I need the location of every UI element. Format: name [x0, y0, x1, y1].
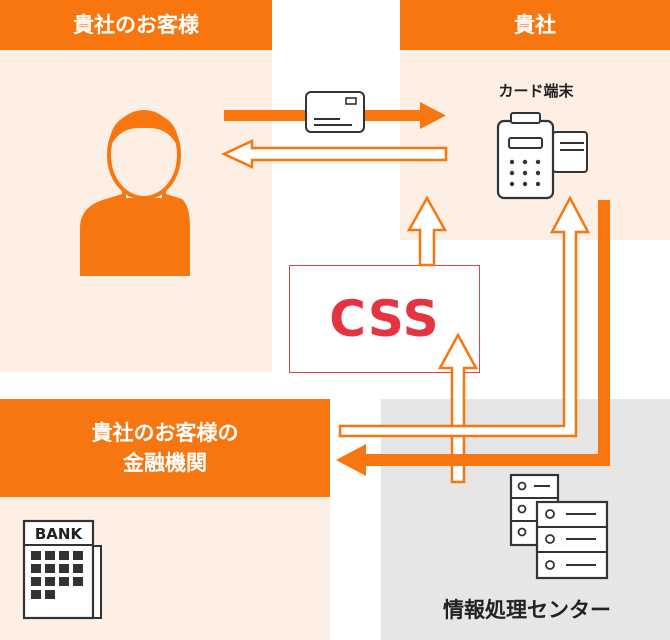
- bank-header-line2: 金融機関: [123, 451, 207, 475]
- arrow-company-to-bank: [336, 200, 610, 476]
- bank-building-icon: BANK: [22, 519, 102, 620]
- card-terminal-icon: [496, 112, 588, 200]
- company-header-text: 貴社: [514, 12, 556, 37]
- company-header: 貴社: [400, 0, 670, 50]
- customer-header: 貴社のお客様: [0, 0, 272, 50]
- arrow-bank-to-terminal: [338, 195, 591, 438]
- bank-header: 貴社のお客様の 金融機関: [0, 399, 330, 497]
- credit-card-icon: [305, 91, 365, 133]
- arrow-receipt: [221, 139, 448, 169]
- css-box: CSS: [289, 265, 480, 373]
- customer-header-text: 貴社のお客様: [73, 12, 199, 37]
- processing-center-label: 情報処理センター: [443, 598, 611, 622]
- arrow-css-to-company: [406, 195, 448, 267]
- server-icon: [509, 473, 609, 580]
- card-terminal-label: カード端末: [498, 82, 574, 100]
- bank-header-line1: 貴社のお客様の: [91, 420, 239, 445]
- css-logo: CSS: [329, 290, 440, 348]
- person-icon: [80, 110, 190, 276]
- bank-building-label: BANK: [35, 525, 84, 543]
